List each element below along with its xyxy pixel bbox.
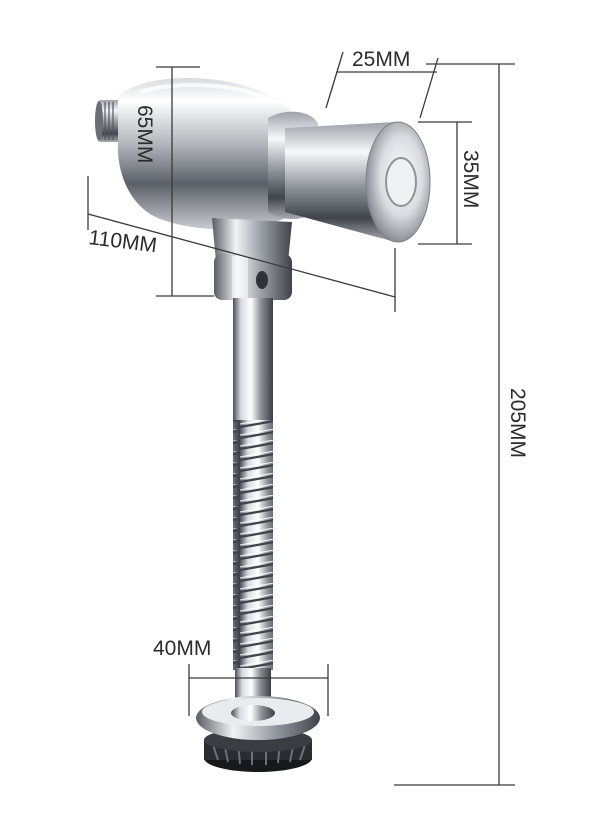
valve-neck bbox=[212, 218, 292, 262]
valve-body bbox=[117, 77, 300, 230]
threaded-inlet bbox=[95, 100, 120, 142]
dim-button-diameter bbox=[418, 121, 472, 245]
dim-total-height bbox=[394, 63, 515, 786]
dim-button-width bbox=[325, 51, 439, 119]
label-body-height: 65MM bbox=[133, 105, 156, 163]
label-button-width: 25MM bbox=[352, 48, 410, 71]
dim-body-length bbox=[87, 176, 396, 312]
pipe-upper bbox=[233, 298, 273, 423]
hex-nut bbox=[214, 254, 292, 300]
push-button bbox=[285, 121, 431, 243]
dim-body-height bbox=[156, 66, 214, 297]
base-flange bbox=[196, 696, 320, 772]
label-total-height: 205MM bbox=[506, 388, 529, 458]
dim-base-diameter bbox=[188, 664, 329, 716]
label-base-diameter: 40MM bbox=[153, 637, 211, 660]
flush-valve-product bbox=[95, 77, 431, 772]
dimension-lines bbox=[87, 51, 515, 786]
corrugated-pipe bbox=[233, 420, 273, 670]
label-body-length: 110MM bbox=[87, 226, 158, 257]
label-button-diameter: 35MM bbox=[459, 150, 482, 208]
